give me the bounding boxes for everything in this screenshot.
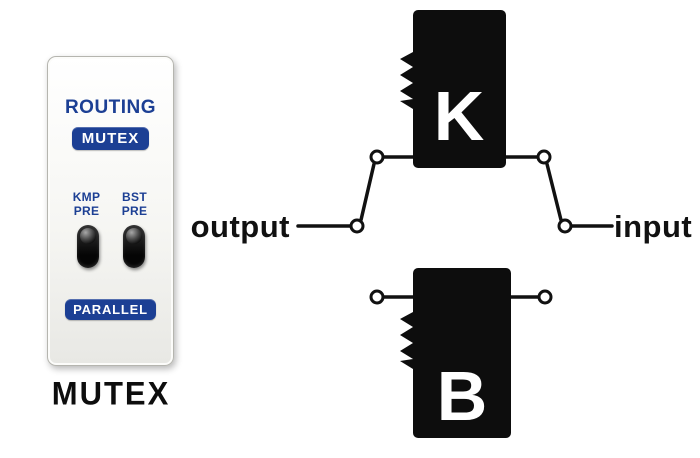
pedal-b-label: B (437, 357, 488, 435)
parallel-badge: PARALLEL (65, 299, 156, 320)
switch-label-line: KMP (72, 190, 101, 204)
wire-switch-arm-right (545, 162, 563, 222)
pedal-k-body (413, 10, 506, 168)
switch-label-line: PRE (121, 204, 148, 218)
bst-pre-toggle-switch[interactable] (122, 225, 145, 268)
pedal-b-jacks-icon (400, 312, 413, 369)
switch-label-line: BST (122, 190, 147, 204)
output-label: output (191, 209, 290, 244)
switch-label-kmp-pre: KMP PRE (70, 190, 104, 218)
switch-label-bst-pre: BST PRE (118, 190, 152, 218)
pedal-k-label: K (434, 77, 485, 155)
contact-node-b-left (369, 289, 385, 305)
switch-labels: KMP PRE BST PRE (70, 190, 152, 218)
contact-node-k-right (536, 149, 552, 165)
pedal-b-body (413, 268, 511, 438)
contact-node-output (349, 218, 365, 234)
input-label: input (614, 209, 692, 244)
pedal-k-jacks-icon (400, 52, 413, 109)
wire-switch-arm-left (359, 162, 376, 222)
routing-label: ROUTING (64, 97, 157, 118)
switch-label-line: PRE (73, 204, 100, 218)
mutex-faceplate: ROUTING MUTEX KMP PRE BST PRE PARALLEL (47, 56, 174, 366)
contact-node-b-right (537, 289, 553, 305)
toggle-switch-row (76, 225, 145, 268)
pedal-name-caption: MUTEX (51, 375, 171, 412)
mutex-badge: MUTEX (71, 127, 150, 150)
contact-node-k-left (369, 149, 385, 165)
contact-node-input (557, 218, 573, 234)
kmp-pre-toggle-switch[interactable] (76, 225, 99, 268)
